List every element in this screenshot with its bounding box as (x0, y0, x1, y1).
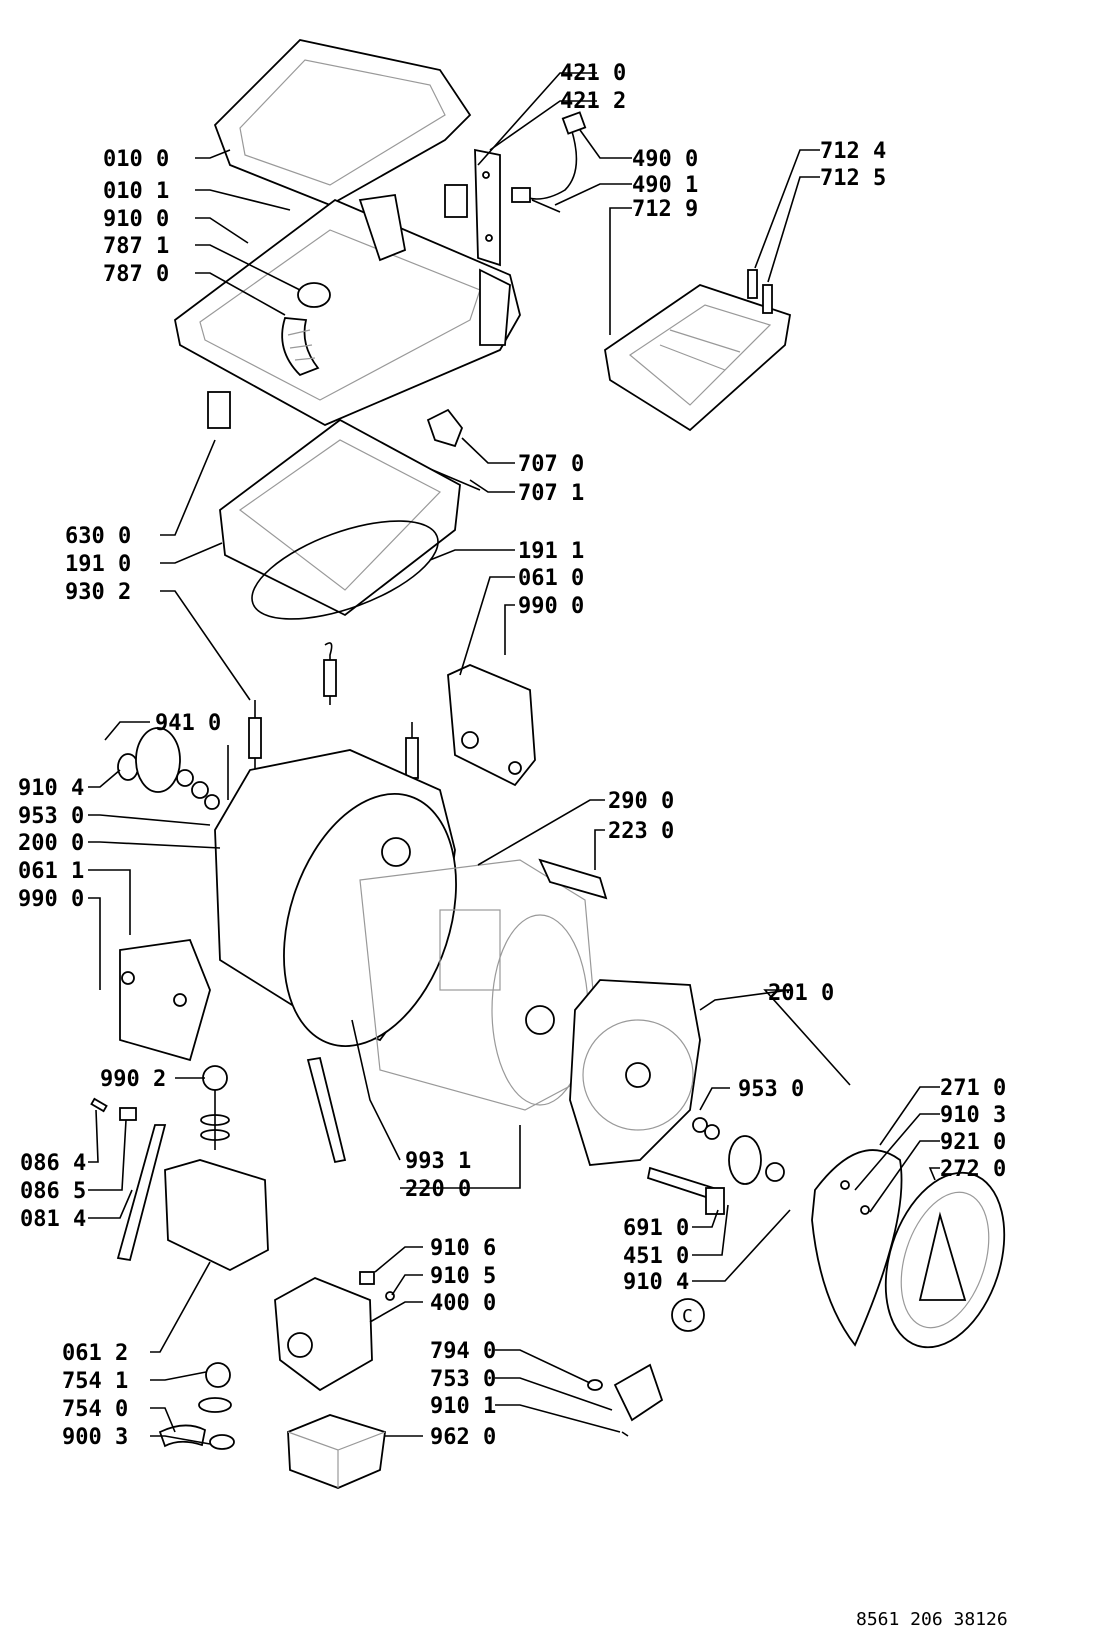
label-993-1: 993 1 (405, 1149, 471, 1174)
bellows-hose-part (281, 282, 331, 377)
label-490-1: 490 1 (632, 173, 698, 198)
tub-rim-part (219, 418, 461, 617)
bearing-left-part (117, 727, 220, 810)
label-630-0: 630 0 (65, 524, 131, 549)
small-panel-part (207, 391, 231, 429)
label-990-2: 990 2 (100, 1067, 166, 1092)
label-712-9: 712 9 (632, 197, 698, 222)
label-707-0: 707 0 (518, 452, 584, 477)
label-712-4: 712 4 (820, 139, 886, 164)
label-910-0: 910 0 (103, 207, 169, 232)
suppressor-part (444, 148, 501, 267)
label-910-5: 910 5 (430, 1264, 496, 1289)
bearing-right-part (692, 1117, 785, 1185)
label-787-1: 787 1 (103, 234, 169, 259)
label-201-0: 201 0 (768, 981, 834, 1006)
label-081-4: 081 4 (20, 1207, 86, 1232)
label-753-0: 753 0 (430, 1367, 496, 1392)
filter-part: C (587, 1298, 705, 1437)
label-962-0: 962 0 (430, 1425, 496, 1450)
packaging-box-part (287, 1414, 386, 1489)
label-990-0-a: 990 0 (518, 594, 584, 619)
label-061-1: 061 1 (18, 859, 84, 884)
label-421-2: 421 2 (560, 89, 626, 114)
label-910-1: 910 1 (430, 1394, 496, 1419)
gasket-ring (251, 520, 439, 620)
drain-pump-part (274, 1271, 395, 1392)
outer-tub-part (214, 749, 457, 1047)
rear-tub-part (569, 979, 701, 1166)
top-frame-part (174, 193, 521, 427)
label-900-3: 900 3 (62, 1425, 128, 1450)
label-061-0: 061 0 (518, 566, 584, 591)
label-272-0: 272 0 (940, 1157, 1006, 1182)
heater-part (646, 1166, 725, 1215)
dispenser-drawer-part (604, 284, 792, 432)
front-cover-part (119, 939, 211, 1062)
label-910-3: 910 3 (940, 1103, 1006, 1128)
label-191-0: 191 0 (65, 552, 131, 577)
label-421-0: 421 0 (560, 61, 626, 86)
label-086-5: 086 5 (20, 1179, 86, 1204)
label-953-0-b: 953 0 (738, 1077, 804, 1102)
label-910-4-a: 910 4 (18, 776, 84, 801)
document-code: 8561 206 38126 (856, 1609, 1008, 1630)
label-223-0: 223 0 (608, 819, 674, 844)
top-lid-part (213, 39, 472, 206)
rear-cover-part (447, 664, 536, 787)
label-707-1: 707 1 (518, 481, 584, 506)
rear-panel-part (811, 1149, 903, 1347)
label-921-0: 921 0 (940, 1130, 1006, 1155)
label-490-0: 490 0 (632, 147, 698, 172)
rear-seal-ring (884, 1171, 1006, 1349)
label-910-6: 910 6 (430, 1236, 496, 1261)
label-754-1: 754 1 (62, 1369, 128, 1394)
cap-letter: C (682, 1306, 693, 1327)
shock-absorber-part (90, 1056, 347, 1262)
label-712-5: 712 5 (820, 166, 886, 191)
label-691-0: 691 0 (623, 1216, 689, 1241)
bottom-tray-part (164, 1159, 269, 1272)
label-220-0: 220 0 (405, 1177, 471, 1202)
label-200-0: 200 0 (18, 831, 84, 856)
label-451-0: 451 0 (623, 1244, 689, 1269)
pump-hose-part (158, 1362, 235, 1450)
label-271-0: 271 0 (940, 1076, 1006, 1101)
siphon-parts (747, 269, 773, 314)
label-010-0: 010 0 (103, 147, 169, 172)
leader-lines (88, 72, 940, 1445)
label-787-0: 787 0 (103, 262, 169, 287)
label-191-1: 191 1 (518, 539, 584, 564)
label-930-2: 930 2 (65, 580, 131, 605)
label-941-0: 941 0 (155, 711, 221, 736)
label-400-0: 400 0 (430, 1291, 496, 1316)
label-290-0: 290 0 (608, 789, 674, 814)
mains-cable-part (511, 111, 587, 213)
part-number-labels: 421 0 421 2 490 0 490 1 712 9 712 4 712 … (18, 61, 1006, 1450)
label-794-0: 794 0 (430, 1339, 496, 1364)
label-010-1: 010 1 (103, 179, 169, 204)
label-754-0: 754 0 (62, 1397, 128, 1422)
label-061-2: 061 2 (62, 1341, 128, 1366)
label-990-0-b: 990 0 (18, 887, 84, 912)
label-910-4-b: 910 4 (623, 1270, 689, 1295)
drum-clip-part (538, 858, 608, 900)
label-953-0-a: 953 0 (18, 804, 84, 829)
label-086-4: 086 4 (20, 1151, 86, 1176)
